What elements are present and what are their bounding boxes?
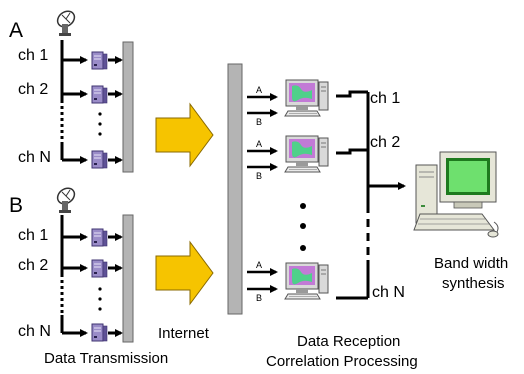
station-a-ch1-label: ch 1 bbox=[18, 47, 48, 64]
station-b-chN-label: ch N bbox=[18, 323, 51, 340]
internet-bus-bar bbox=[227, 63, 243, 315]
synthesis-label-line1: Band width bbox=[434, 255, 508, 272]
synthesis-computer-icon bbox=[413, 151, 499, 238]
output-ch1-label: ch 1 bbox=[370, 90, 400, 107]
transfer-arrow-b-icon bbox=[155, 240, 214, 306]
correlator-pc2-icon bbox=[284, 135, 329, 173]
satellite-dish-b-icon bbox=[53, 184, 79, 214]
rowN-input-a-label: A bbox=[256, 260, 262, 270]
reception-caption-line2: Correlation Processing bbox=[266, 353, 418, 370]
station-b-ch1-label: ch 1 bbox=[18, 227, 48, 244]
row2-input-b-label: B bbox=[256, 171, 262, 181]
row1-input-b-label: B bbox=[256, 117, 262, 127]
server-a2-icon bbox=[91, 85, 108, 104]
output-chN-label: ch N bbox=[372, 284, 405, 301]
reception-caption-line1: Data Reception bbox=[297, 333, 400, 350]
internet-label: Internet bbox=[158, 325, 210, 342]
station-a-label: A bbox=[9, 19, 23, 42]
correlator-pc1-icon bbox=[284, 79, 329, 117]
transfer-arrow-a-icon bbox=[155, 102, 214, 168]
server-bN-icon bbox=[91, 323, 108, 342]
correlator-pcN-icon bbox=[284, 262, 329, 300]
station-a-chN-label: ch N bbox=[18, 149, 51, 166]
server-b1-icon bbox=[91, 228, 108, 247]
station-b-recorder-bar bbox=[122, 214, 134, 343]
station-a-ch2-label: ch 2 bbox=[18, 81, 48, 98]
station-b-ch2-label: ch 2 bbox=[18, 257, 48, 274]
output-ch2-label: ch 2 bbox=[370, 134, 400, 151]
server-a1-icon bbox=[91, 51, 108, 70]
station-b-label: B bbox=[9, 194, 23, 217]
rowN-input-b-label: B bbox=[256, 293, 262, 303]
satellite-dish-a-icon bbox=[53, 7, 79, 37]
server-aN-icon bbox=[91, 150, 108, 169]
station-a-recorder-bar bbox=[122, 41, 134, 173]
transmission-caption: Data Transmission bbox=[44, 350, 168, 367]
synthesis-label-line2: synthesis bbox=[442, 275, 505, 292]
row2-input-a-label: A bbox=[256, 139, 262, 149]
server-b2-icon bbox=[91, 259, 108, 278]
row1-input-a-label: A bbox=[256, 85, 262, 95]
